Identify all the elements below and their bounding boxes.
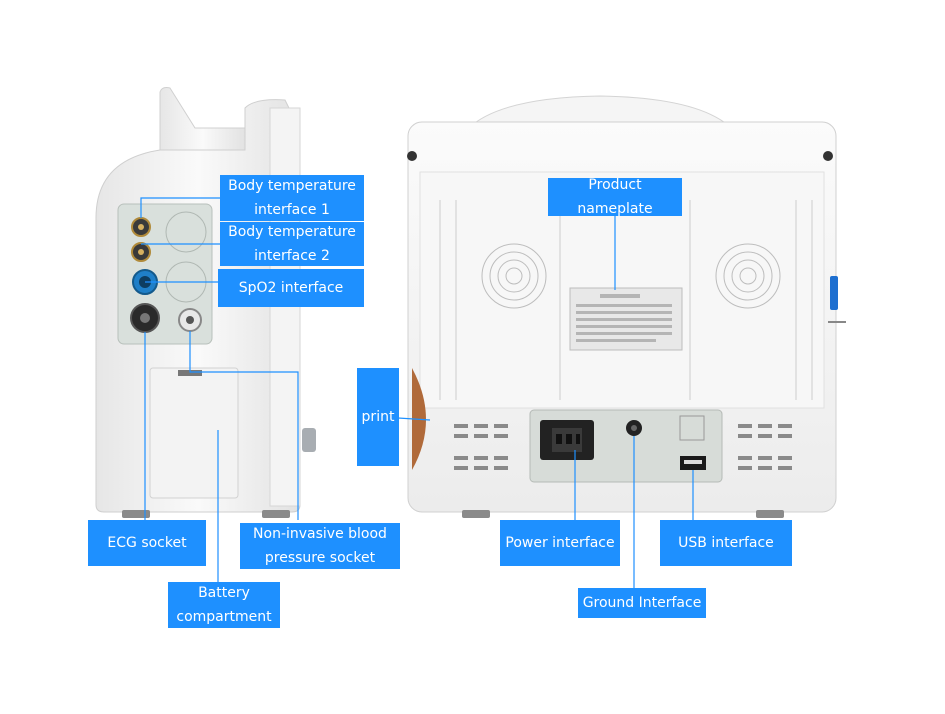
temperature-port-icon xyxy=(131,217,151,237)
nibp-port-icon xyxy=(178,308,202,332)
speaker-grille-icon xyxy=(715,243,781,309)
ecg-port-icon xyxy=(130,303,160,333)
power-socket-icon xyxy=(540,420,594,460)
callout-product-nameplate: Product nameplate xyxy=(548,177,682,217)
callout-power-interface: Power interface xyxy=(500,520,620,566)
callout-usb-interface: USB interface xyxy=(660,520,792,566)
callout-body-temperature-1: Body temperature interface 1 xyxy=(220,175,364,221)
callout-spo2-interface: SpO2 interface xyxy=(218,269,364,307)
callout-ecg-socket: ECG socket xyxy=(88,520,206,566)
callout-ground-interface: Ground Interface xyxy=(578,588,706,618)
leader-lines xyxy=(140,197,694,588)
callout-print: print xyxy=(357,368,399,466)
ground-terminal-icon xyxy=(626,420,642,436)
callout-battery-compartment: Battery compartment xyxy=(168,582,280,628)
usb-port-icon xyxy=(680,456,706,470)
callout-body-temperature-2: Body temperature interface 2 xyxy=(220,222,364,266)
back-view-device xyxy=(407,95,846,518)
speaker-grille-icon xyxy=(481,243,547,309)
temperature-port-icon xyxy=(131,242,151,262)
callout-nibp-socket: Non-invasive blood pressure socket xyxy=(240,523,400,569)
